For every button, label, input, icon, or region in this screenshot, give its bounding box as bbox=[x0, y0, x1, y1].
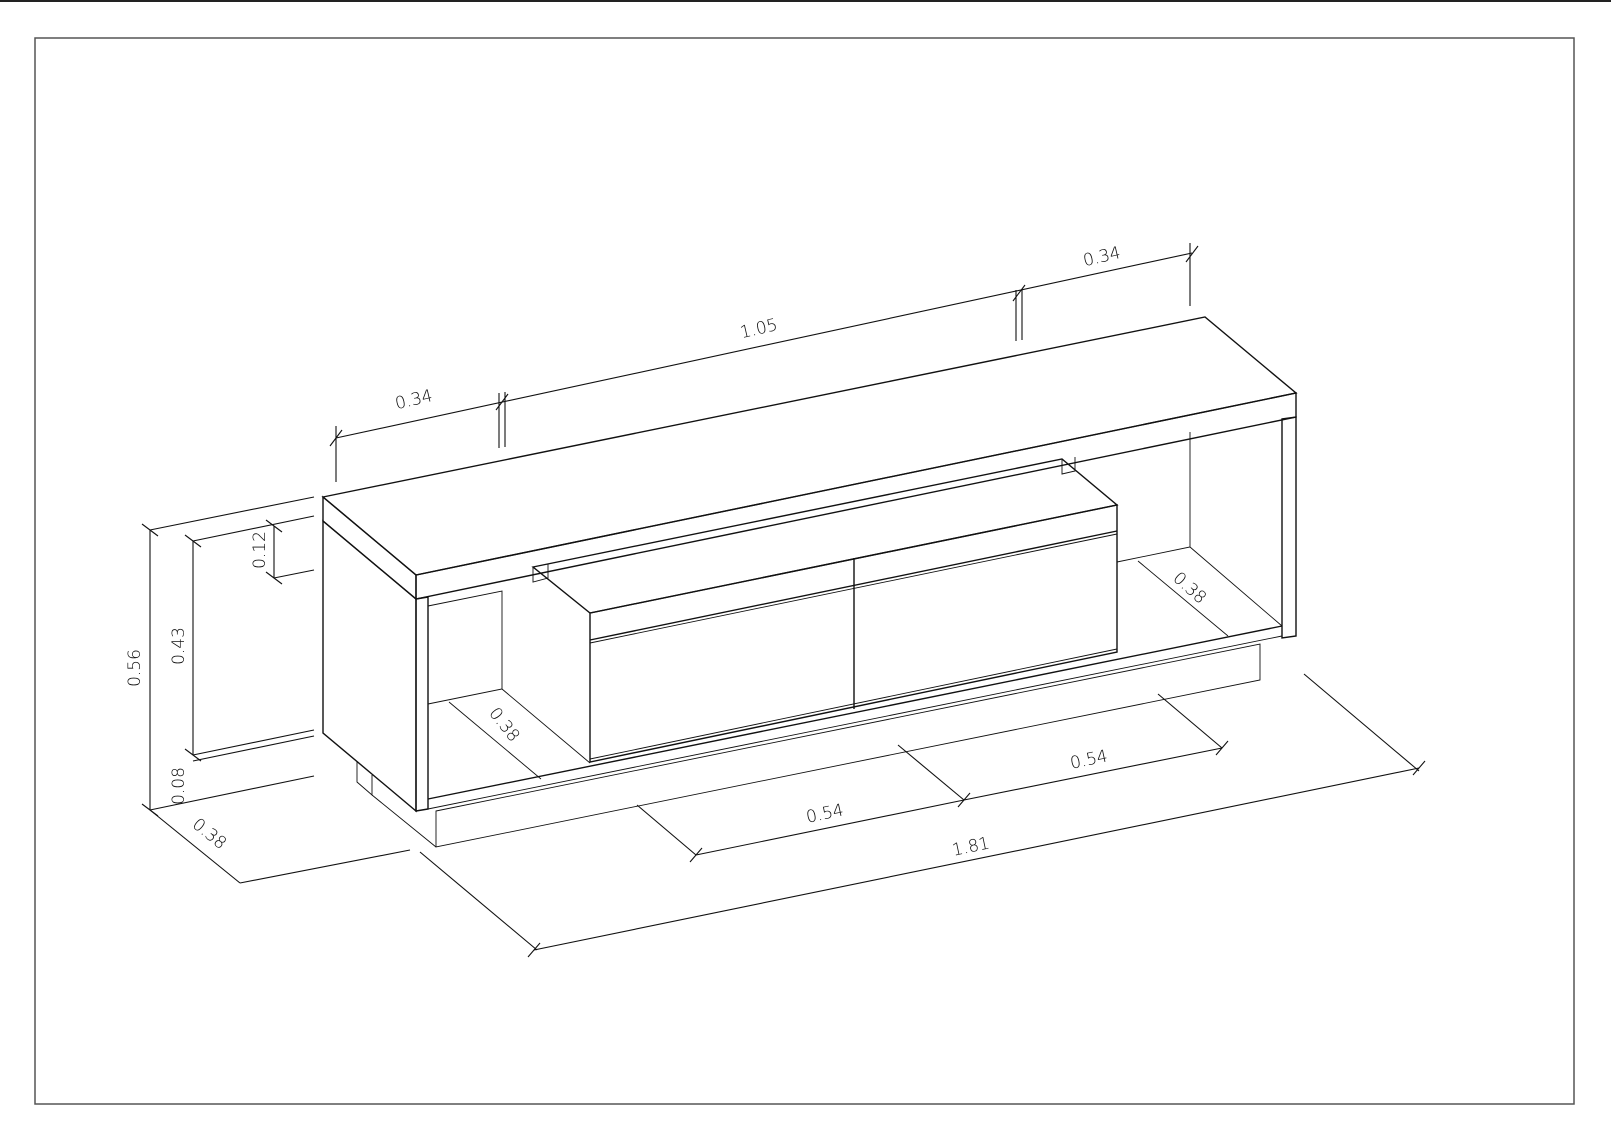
left-drawer-support bbox=[532, 564, 549, 583]
dim-depth-left-compartment: 0.38 bbox=[484, 704, 523, 746]
dim-depth-right-compartment: 0.38 bbox=[1169, 568, 1211, 608]
dim-depth-side: 0.38 bbox=[188, 814, 230, 853]
dim-drawer-width-left: 0.54 bbox=[804, 800, 845, 827]
dim-inner-height: 0.43 bbox=[169, 627, 189, 665]
dim-top-thickness: 0.12 bbox=[250, 531, 270, 569]
dim-top-left: 0.34 bbox=[393, 386, 434, 414]
dim-overall-height: 0.56 bbox=[125, 649, 145, 687]
base-ext-top bbox=[192, 735, 315, 762]
top-dim-line bbox=[335, 252, 1193, 439]
depth-side-ext bbox=[239, 849, 411, 884]
height-043-ext-top bbox=[192, 515, 315, 542]
plinth-left-edge bbox=[371, 794, 437, 848]
tv-stand bbox=[321, 316, 1298, 848]
bottom-shelf-front-edge bbox=[427, 625, 1283, 800]
top-slab-left-face bbox=[322, 495, 417, 601]
dim-drawer-width-right: 0.54 bbox=[1068, 746, 1109, 773]
drawing-frame bbox=[34, 37, 1575, 1105]
width-ext-right bbox=[1303, 673, 1420, 772]
drawer-left-dim-line bbox=[695, 799, 965, 856]
left-compartment-floor-edge bbox=[501, 688, 591, 764]
drawer-ext-right bbox=[1157, 693, 1223, 749]
left-panel-front-edge bbox=[415, 596, 429, 812]
height-043-ext-bottom bbox=[192, 729, 315, 756]
tick-marks bbox=[141, 245, 1426, 958]
drawer-unit-top bbox=[531, 458, 1119, 614]
left-foot bbox=[356, 762, 373, 796]
dimensions: 0.34 1.05 0.34 0.56 0.43 0.12 0.08 0.38 … bbox=[125, 243, 1426, 958]
right-compartment-floor-edge bbox=[1189, 546, 1283, 627]
drawer-ext-mid bbox=[897, 744, 965, 801]
drawer-right-dim-line bbox=[963, 747, 1223, 801]
left-compartment-back bbox=[427, 590, 503, 705]
dim-top-middle: 1.05 bbox=[738, 315, 779, 343]
left-side-panel bbox=[322, 519, 417, 813]
bottom-shelf-lower-edge bbox=[427, 635, 1283, 810]
plinth-front bbox=[435, 643, 1261, 848]
height-056-ext-bottom bbox=[149, 775, 315, 811]
width-ext-left bbox=[419, 851, 538, 951]
dim-base-height: 0.08 bbox=[169, 767, 189, 805]
drawer-ext-left bbox=[636, 804, 697, 856]
dim-top-right: 0.34 bbox=[1081, 243, 1122, 271]
drawer-bottom-line bbox=[589, 648, 1118, 760]
drawer-unit-front bbox=[589, 504, 1118, 763]
depth-side-line bbox=[149, 809, 241, 884]
right-depth-dim-line bbox=[1137, 560, 1229, 637]
left-depth-dim-line bbox=[448, 701, 542, 780]
top-slab-top-face bbox=[321, 316, 1298, 576]
right-drawer-support bbox=[1061, 457, 1076, 475]
height-056-ext-top bbox=[149, 496, 315, 531]
right-panel-front-edge bbox=[1281, 416, 1297, 639]
top-thickness-ext bbox=[273, 569, 315, 579]
window-top-border bbox=[0, 0, 1611, 2]
overall-width-line bbox=[533, 767, 1420, 951]
